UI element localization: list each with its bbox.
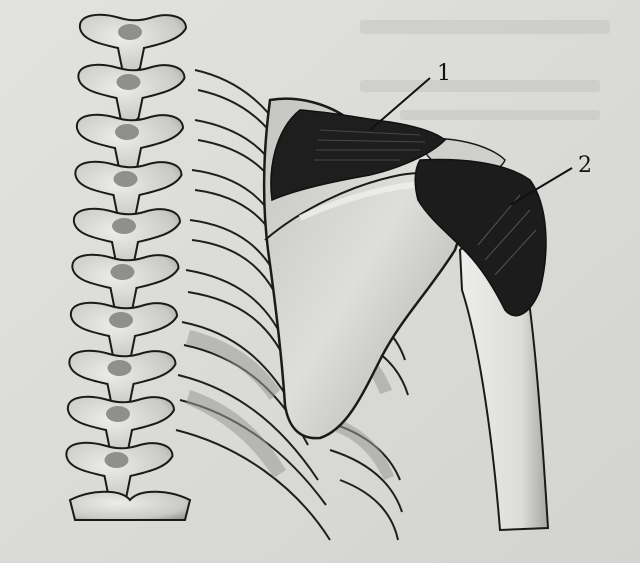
show-through-texture	[360, 20, 610, 120]
vertebra	[66, 395, 176, 456]
vertebra-shadow	[112, 218, 136, 234]
vertebra-shadow	[115, 124, 139, 140]
vertebra-shadow	[104, 452, 129, 468]
vertebra	[74, 160, 183, 221]
vertebra-shadow	[118, 24, 142, 40]
label-1: 1	[437, 61, 451, 86]
vertebra-shadow	[109, 312, 133, 328]
vertebra	[68, 349, 177, 410]
leader-line-2	[509, 167, 573, 206]
label-2: 2	[578, 153, 592, 178]
vertebra	[75, 113, 185, 174]
vertebral-column	[65, 13, 192, 521]
vertebra	[65, 441, 174, 502]
vertebra	[77, 63, 186, 124]
supraspinatus-fibers	[314, 129, 426, 161]
lower-vertebra	[68, 490, 192, 521]
vertebra	[71, 253, 180, 314]
vertebra-shadow	[116, 74, 141, 90]
vertebra-shadow	[107, 360, 132, 376]
deltoid-muscle	[414, 158, 547, 317]
vertebra-shadow	[106, 406, 130, 422]
vertebra	[69, 301, 179, 362]
vertebra-shadow	[110, 264, 135, 280]
vertebra	[78, 13, 188, 74]
vertebra	[72, 207, 182, 268]
leader-line-1	[369, 77, 431, 131]
vertebra-shadow	[113, 171, 138, 187]
